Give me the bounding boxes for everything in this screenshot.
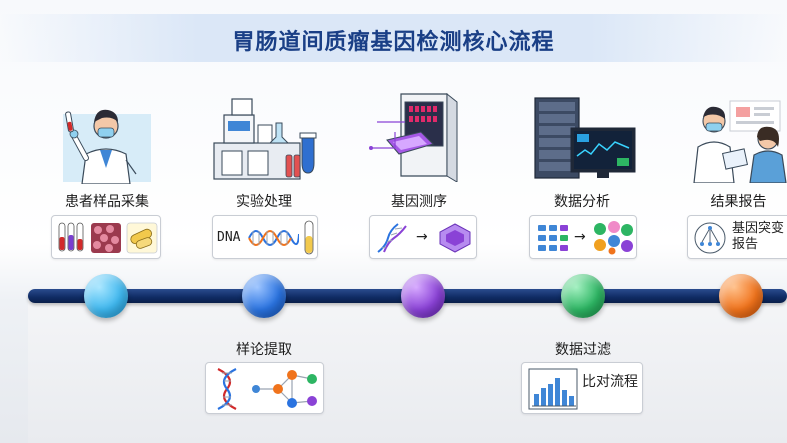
dna-text: DNA <box>217 230 241 245</box>
dna-extraction-card: DNA <box>212 215 318 259</box>
step-label-data-analysis: 数据分析 <box>554 194 610 210</box>
compare-process-text: 比对流程 <box>582 374 638 390</box>
filtering-card: 比对流程 <box>521 362 643 414</box>
step-node-report <box>719 274 763 318</box>
doctor-patient-illustration <box>693 100 787 183</box>
server-analysis-illustration <box>534 97 636 179</box>
step-label-sequencing: 基因测序 <box>391 194 447 210</box>
arrow-icon: → <box>416 229 428 245</box>
step-node-filtering <box>561 274 605 318</box>
title-band <box>0 14 787 62</box>
step-label-lab-processing: 实验处理 <box>236 194 292 210</box>
step-label-extraction: 样论提取 <box>236 342 292 358</box>
mutation-report-card: 基因突变报告 <box>687 215 787 259</box>
lower-area <box>28 300 787 443</box>
page-title: 胃肠道间质瘤基因检测核心流程 <box>232 30 555 55</box>
sample-types-card <box>51 215 161 259</box>
tissue-cells-icon <box>91 223 121 253</box>
dna-strand-icon <box>377 223 407 253</box>
cluster-icon <box>594 221 633 255</box>
step-label-sample-collection: 患者样品采集 <box>65 194 149 210</box>
step-node-sequencing <box>401 274 445 318</box>
step-label-data-filtering: 数据过滤 <box>555 342 611 358</box>
sequencer-illustration <box>369 92 458 182</box>
extraction-card <box>205 362 324 414</box>
bar-chart-icon <box>528 368 578 410</box>
sample-tube-icon <box>304 220 314 255</box>
doctor-sample-illustration <box>63 109 151 184</box>
molecule-network-icon <box>252 370 317 408</box>
data-blocks-icon <box>538 225 568 251</box>
test-tubes-icon <box>58 222 84 252</box>
step-node-extraction <box>242 274 286 318</box>
tree-icon <box>694 222 726 254</box>
step-label-result-report: 结果报告 <box>710 194 767 210</box>
chip-icon <box>439 223 471 253</box>
arrow-icon: → <box>574 229 586 245</box>
step-node-sample-collection <box>84 274 128 318</box>
lab-equipment-illustration <box>213 98 317 180</box>
dna-helix-icon <box>248 230 299 246</box>
capsule-icon <box>126 222 158 254</box>
mutation-report-text: 基因突变报告 <box>732 221 785 252</box>
sequencing-card: → <box>369 215 477 259</box>
analysis-card: → <box>529 215 637 259</box>
dna-vertical-icon <box>217 368 237 410</box>
